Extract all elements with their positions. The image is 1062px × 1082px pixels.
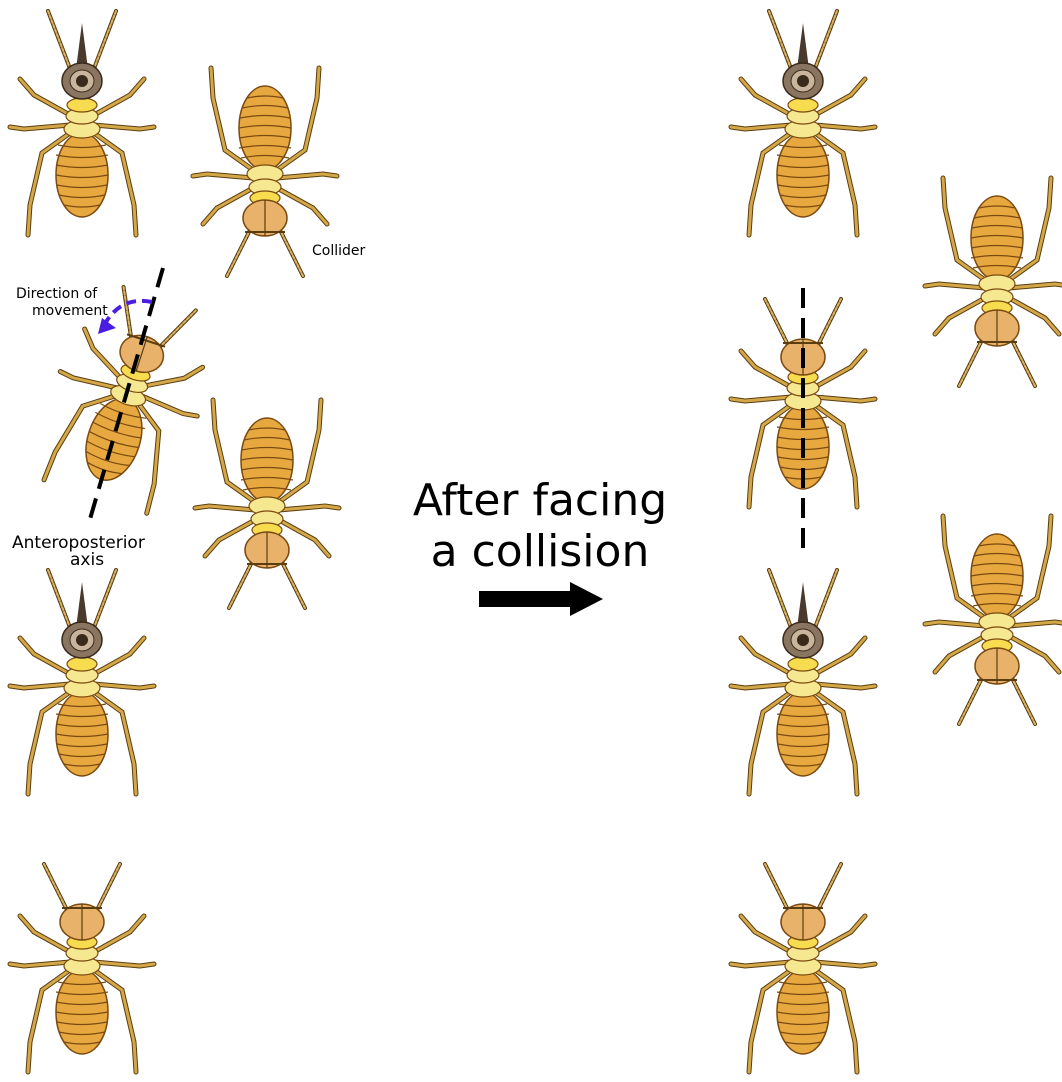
termite-right-4 [731, 570, 875, 794]
termite-left-6 [10, 864, 154, 1072]
transition-text-line2: a collision [431, 526, 650, 577]
transition-text-line1: After facing [413, 475, 667, 526]
termite-right-3 [925, 178, 1062, 386]
termite-right-6 [731, 864, 875, 1072]
axis-label-line2: axis [70, 550, 104, 570]
termite-left-1 [10, 11, 154, 235]
collider-label: Collider [312, 243, 366, 259]
transition-arrow-icon [479, 582, 603, 616]
termite-left-5 [10, 570, 154, 794]
termite-right-1 [731, 11, 875, 235]
direction-label-line2: movement [32, 303, 108, 319]
termite-right-5 [925, 516, 1062, 724]
direction-label-line1: Direction of [16, 286, 98, 302]
termite-left-4 [195, 400, 339, 608]
